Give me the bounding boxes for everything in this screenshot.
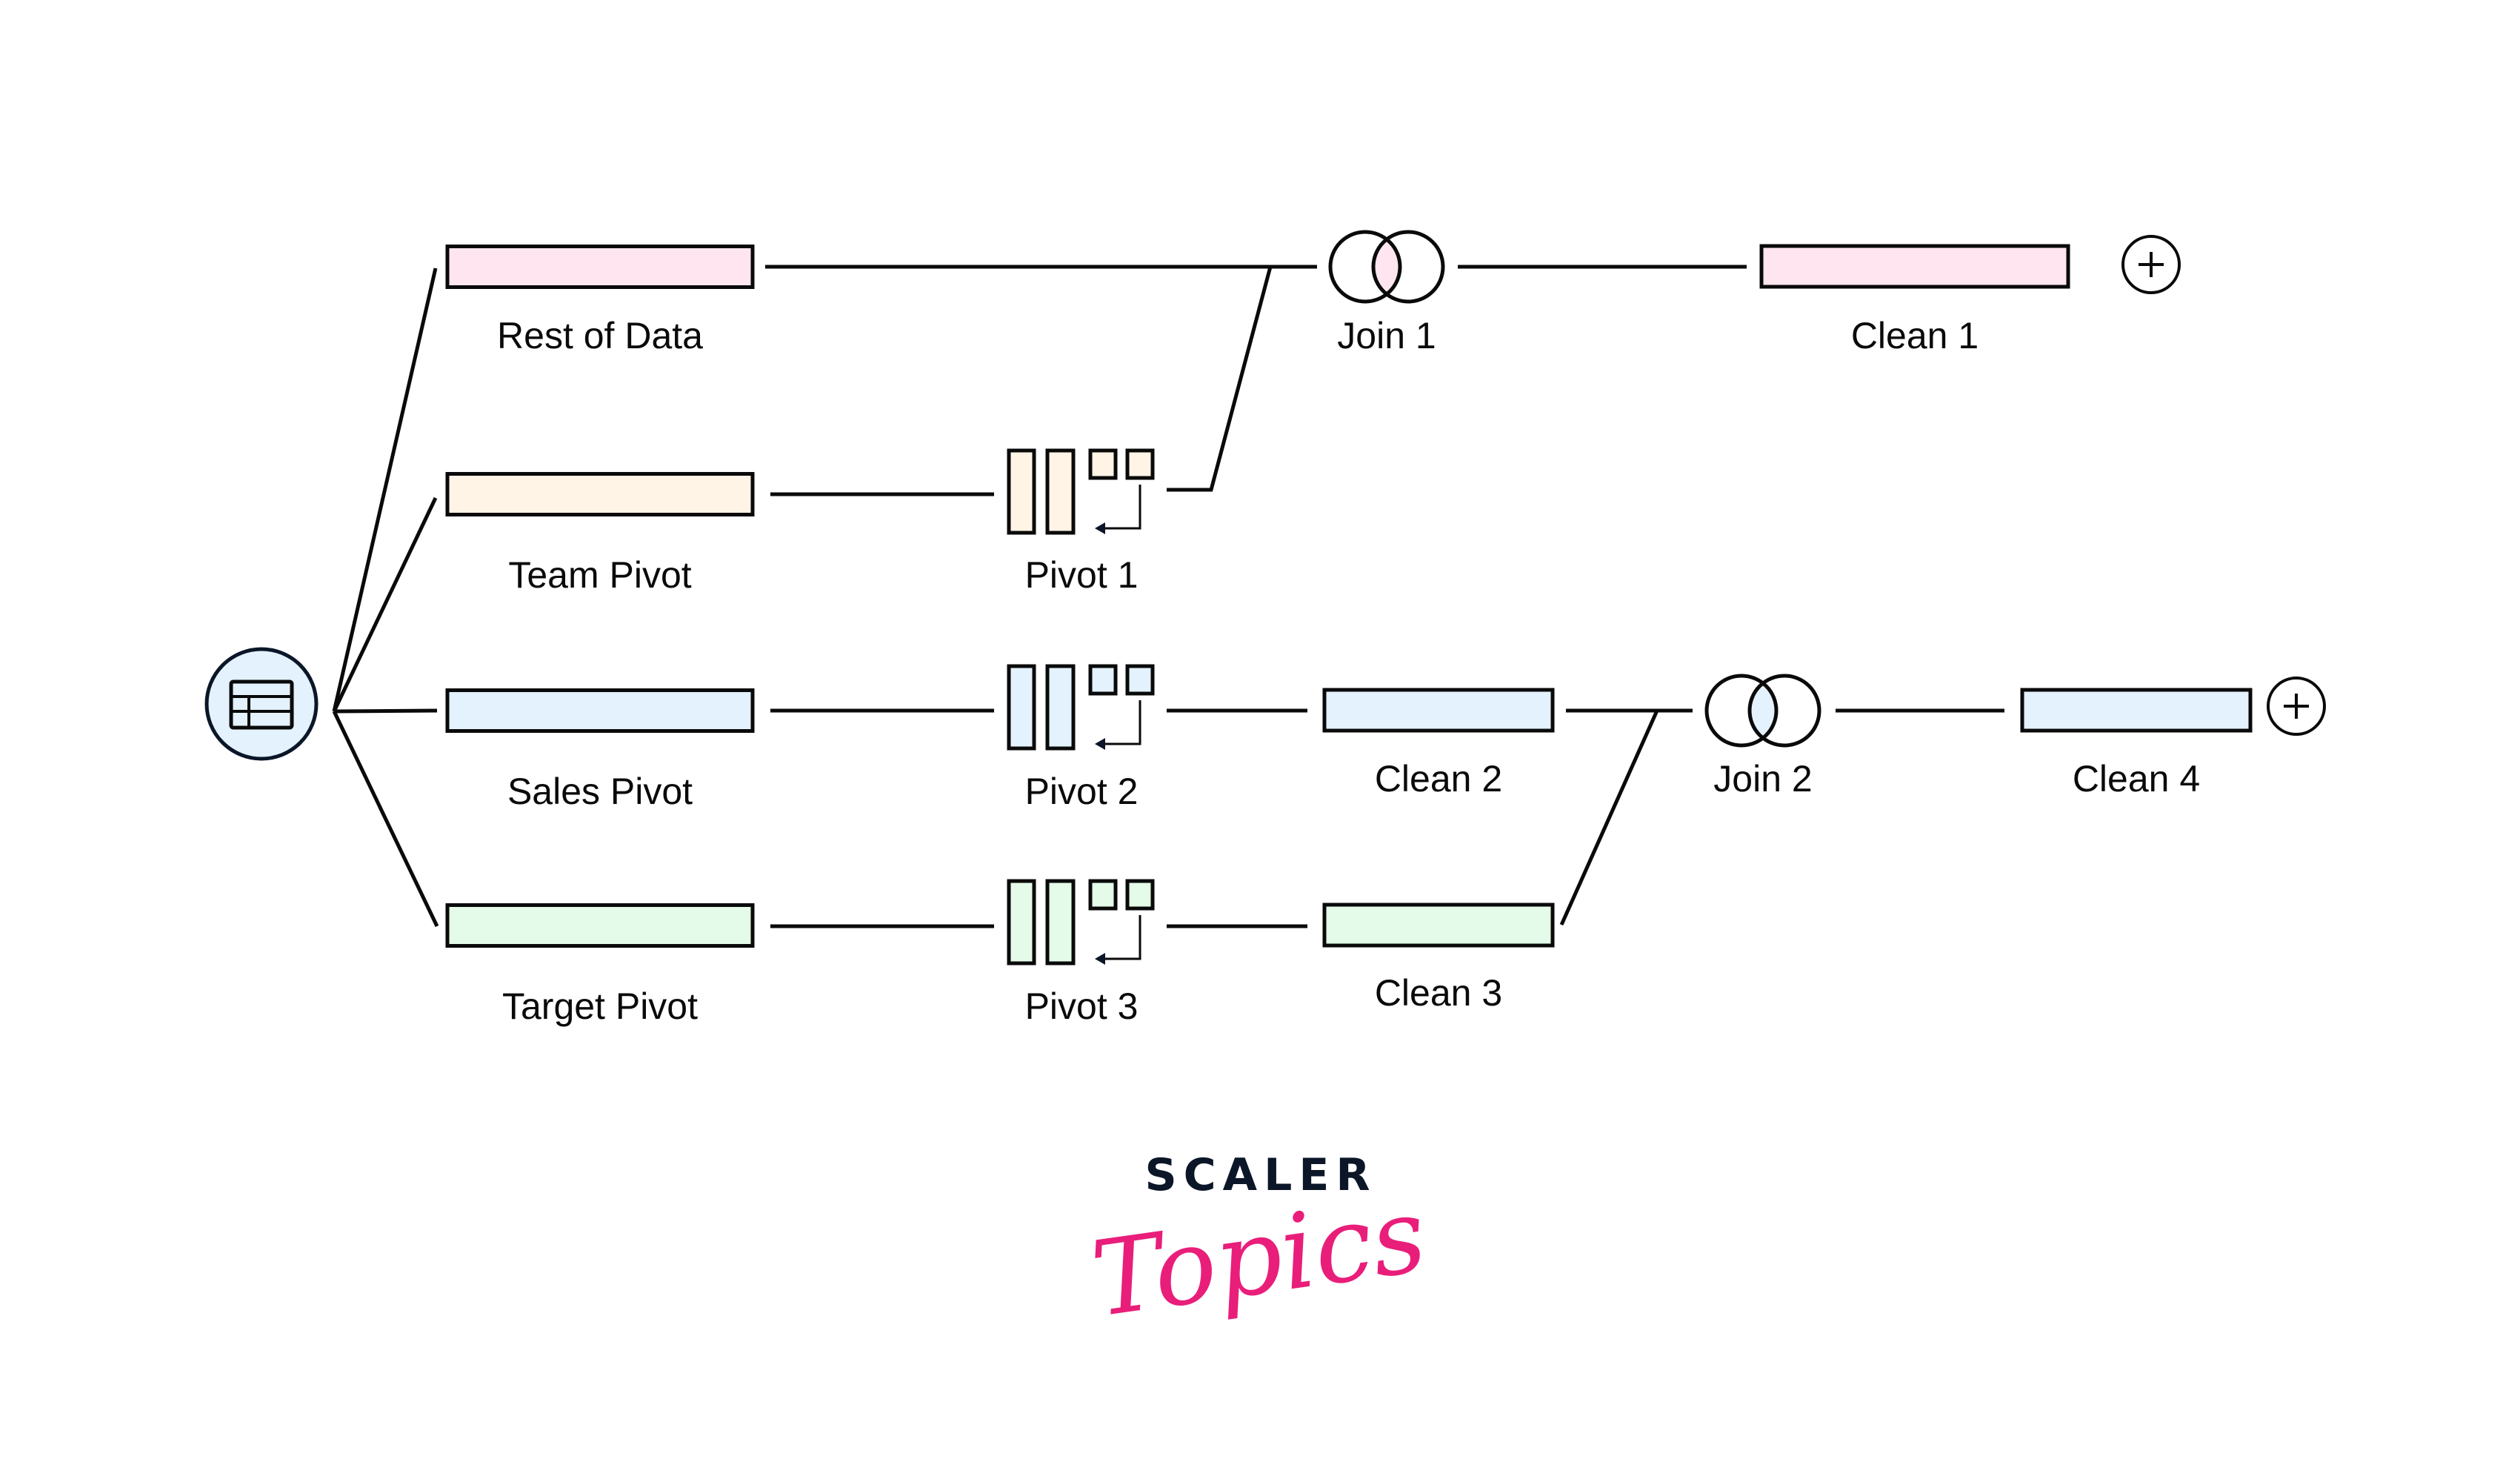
clean3-label: Clean 3 [1375,972,1502,1014]
pivot-label-2: Pivot 2 [1025,771,1139,812]
clean4-label: Clean 4 [2073,758,2200,800]
clean2-label: Clean 2 [1375,758,1502,800]
table-outline [229,679,294,730]
pivot-bar [1007,448,1036,535]
row-label-sales: Sales Pivot [507,771,693,812]
arrow-left-icon [1095,738,1105,750]
clean4-node[interactable] [2020,688,2253,733]
pivot-label-3: Pivot 3 [1025,986,1139,1027]
pivot-node-3[interactable] [1007,879,1155,965]
arrow-left-icon [1095,953,1105,965]
pivot-bar [1045,664,1076,751]
edges [332,265,2004,928]
clean1-node[interactable] [1759,244,2070,289]
row-node-rest[interactable] [445,245,755,289]
clean1-label: Clean 1 [1851,315,1979,356]
join1-label: Join 1 [1337,315,1436,356]
join2-node[interactable] [1704,674,1821,748]
pivot-cell [1125,448,1155,480]
join-circle-right [1371,230,1445,304]
fan-line-rest [332,267,438,712]
join-intersection [1373,232,1400,302]
table-icon [229,679,294,730]
pivot-cell [1125,879,1155,911]
row-label-team: Team Pivot [508,554,691,596]
row-node-team[interactable] [445,472,755,516]
row-node-rest-box [445,245,755,289]
row-label-target: Target Pivot [502,986,698,1027]
clean2-node[interactable] [1322,688,1555,733]
arrow-left-icon [1095,522,1105,534]
edge-clean3-to-join2 [1559,709,1659,926]
pivot-cell [1088,664,1118,696]
pivot-arrow-line [1104,915,1141,960]
join2-label: Join 2 [1713,758,1812,800]
clean3-node[interactable] [1322,903,1555,948]
clean1-node-box [1759,244,2070,289]
row-label-rest: Rest of Data [497,315,703,356]
pivot-cell [1125,664,1155,696]
pivot-arrow-line [1104,485,1141,530]
pivot-cell [1088,879,1118,911]
row-node-team-box [445,472,755,516]
join-circle-left [1704,674,1779,748]
scaler-topics-logo: SCALER Topics [1085,1149,1433,1341]
fan-line-target [332,710,439,928]
pivot-bar [1007,664,1036,751]
row-node-sales[interactable] [445,688,755,733]
clean3-node-box [1322,903,1555,948]
logo-scaler-text: SCALER [1144,1149,1376,1201]
row-node-target[interactable] [445,903,755,948]
join-circle-right [1747,674,1821,748]
pivot-node-1[interactable] [1007,448,1155,535]
pivot-label-1: Pivot 1 [1025,554,1139,596]
add-step-button-1[interactable] [2121,235,2181,294]
edge-pivot1-to-join1 [1167,266,1273,492]
fan-line-team [332,496,438,713]
source-circle [204,647,319,761]
pivot-arrow-line [1104,700,1141,745]
clean2-node-box [1322,688,1555,733]
pivot-cell [1088,448,1118,480]
join1-node[interactable] [1328,230,1445,304]
join-intersection [1750,676,1776,745]
pivot-bar [1007,879,1036,965]
add-step-button-2[interactable] [2267,677,2326,736]
row-node-target-box [445,903,755,948]
row-node-sales-box [445,688,755,733]
pivot-bar [1045,448,1076,535]
source-data-node[interactable] [204,647,319,761]
join-circle-left [1328,230,1402,304]
pivot-node-2[interactable] [1007,664,1155,751]
clean4-node-box [2020,688,2253,733]
pivot-bar [1045,879,1076,965]
logo-topics-text: Topics [1085,1174,1433,1340]
